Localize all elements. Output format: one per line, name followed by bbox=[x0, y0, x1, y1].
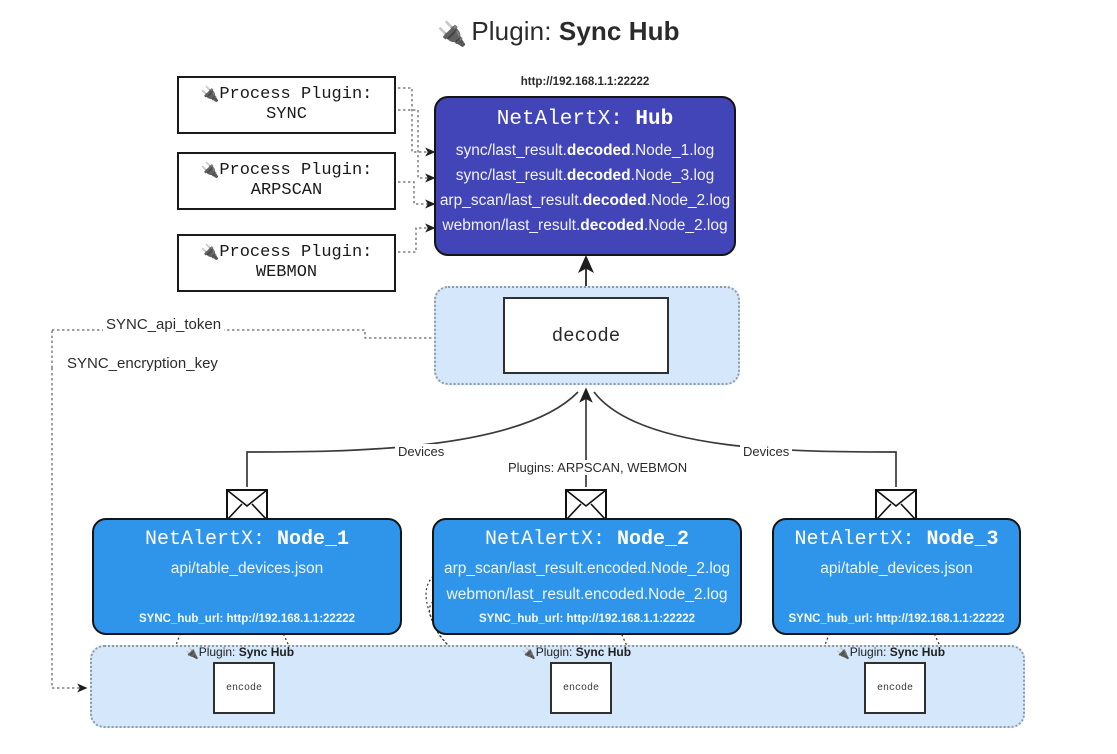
plugin-label-node-3: 🔌Plugin: Sync Hub bbox=[836, 645, 946, 660]
envelope-icon bbox=[226, 489, 268, 521]
process-plugin-webmon[interactable]: 🔌Process Plugin: WEBMON bbox=[177, 234, 396, 292]
node-2-hub-url: SYNC_hub_url: http://192.168.1.1:22222 bbox=[478, 613, 696, 625]
node-2-line-1: arp_scan/last_result.encoded.Node_2.log bbox=[443, 560, 731, 577]
hub-node[interactable]: NetAlertX: Hub sync/last_result.decoded.… bbox=[434, 96, 736, 256]
node-2-title: NetAlertX: Node_2 bbox=[484, 528, 690, 551]
encode-box-node-3[interactable]: encode bbox=[864, 662, 926, 714]
node-2[interactable]: NetAlertX: Node_2 arp_scan/last_result.e… bbox=[432, 518, 742, 635]
node-1[interactable]: NetAlertX: Node_1 api/table_devices.json… bbox=[92, 518, 402, 635]
process-plugin-sync-name: SYNC bbox=[266, 105, 307, 124]
node-3[interactable]: NetAlertX: Node_3 api/table_devices.json… bbox=[772, 518, 1021, 635]
process-plugin-webmon-line1: 🔌Process Plugin: bbox=[200, 243, 373, 263]
label-devices-left: Devices bbox=[395, 444, 448, 459]
page-title: 🔌Plugin: Sync Hub bbox=[0, 16, 1117, 49]
encode-box-node-1[interactable]: encode bbox=[213, 662, 275, 714]
hub-log-4: webmon/last_result.decoded.Node_2.log bbox=[442, 217, 728, 235]
envelope-icon bbox=[565, 489, 607, 521]
node-1-hub-url: SYNC_hub_url: http://192.168.1.1:22222 bbox=[138, 613, 356, 625]
process-plugin-sync[interactable]: 🔌Process Plugin: SYNC bbox=[177, 76, 396, 134]
node-3-line-1: api/table_devices.json bbox=[820, 560, 973, 577]
encode-box-node-2[interactable]: encode bbox=[550, 662, 612, 714]
hub-title: NetAlertX: Hub bbox=[496, 108, 674, 131]
plugin-label-node-1: 🔌Plugin: Sync Hub bbox=[185, 645, 295, 660]
node-3-title: NetAlertX: Node_3 bbox=[794, 528, 999, 551]
label-sync-api-token: SYNC_api_token bbox=[103, 316, 225, 333]
node-1-title: NetAlertX: Node_1 bbox=[144, 528, 350, 551]
node-1-line-1: api/table_devices.json bbox=[170, 560, 324, 577]
plug-icon: 🔌 bbox=[437, 21, 468, 48]
process-plugin-webmon-name: WEBMON bbox=[255, 263, 318, 282]
label-sync-encryption-key: SYNC_encryption_key bbox=[64, 355, 221, 372]
hub-url-label: http://192.168.1.1:22222 bbox=[520, 76, 650, 88]
plug-icon: 🔌 bbox=[200, 243, 220, 262]
plug-icon: 🔌 bbox=[836, 648, 850, 660]
label-plugins-center: Plugins: ARPSCAN, WEBMON bbox=[505, 460, 691, 475]
hub-log-3: arp_scan/last_result.decoded.Node_2.log bbox=[439, 192, 731, 210]
plugin-label-node-2: 🔌Plugin: Sync Hub bbox=[522, 645, 632, 660]
process-plugin-arpscan[interactable]: 🔌Process Plugin: ARPSCAN bbox=[177, 152, 396, 210]
hub-log-2: sync/last_result.decoded.Node_3.log bbox=[455, 167, 715, 185]
page-title-lead: Plugin: bbox=[471, 16, 559, 46]
plug-icon: 🔌 bbox=[185, 648, 199, 660]
hub-log-1: sync/last_result.decoded.Node_1.log bbox=[455, 142, 715, 159]
page-title-name: Sync Hub bbox=[558, 16, 680, 46]
plug-icon: 🔌 bbox=[522, 648, 536, 660]
node-3-hub-url: SYNC_hub_url: http://192.168.1.1:22222 bbox=[788, 613, 1005, 625]
plug-icon: 🔌 bbox=[200, 161, 220, 180]
process-plugin-arpscan-line1: 🔌Process Plugin: bbox=[200, 161, 373, 181]
label-devices-right: Devices bbox=[740, 444, 793, 459]
decode-box[interactable]: decode bbox=[503, 297, 669, 374]
plug-icon: 🔌 bbox=[200, 85, 220, 104]
process-plugin-sync-line1: 🔌Process Plugin: bbox=[200, 85, 373, 105]
envelope-icon bbox=[875, 489, 917, 521]
process-plugin-arpscan-name: ARPSCAN bbox=[250, 181, 323, 200]
node-2-line-2: webmon/last_result.encoded.Node_2.log bbox=[446, 586, 728, 604]
